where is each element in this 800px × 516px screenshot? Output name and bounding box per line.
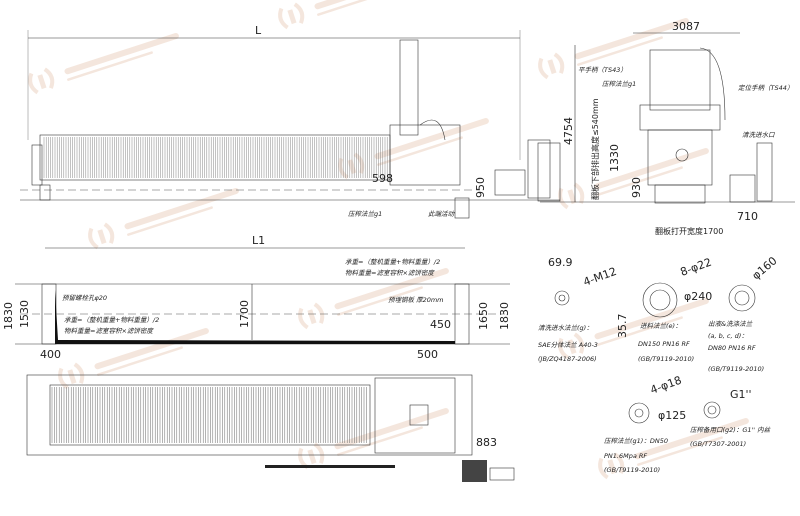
front-view: 3087 4754 翻板下部排出高度≤540mm 1330 930 翻板打开宽度… [537,20,795,236]
dim-4-phi18: 4-φ18 [649,374,684,397]
dim-4754: 4754 [562,117,575,145]
dim-950: 950 [474,177,487,198]
flange-outlet-line-4: (GB/T9119-2010) [708,365,764,373]
watermark-logo [58,328,209,390]
lifting-arm [399,39,419,136]
note-bolt-hole: 预留螺栓孔φ20 [62,294,107,302]
flange-outlet-line-2: (a, b, c, d)： [708,332,748,340]
dim-phi125: φ125 [658,409,686,422]
dim-L1: L1 [252,234,265,247]
tail-head [31,144,43,186]
note-steel-plate: 预埋钢板 厚20mm [388,296,444,304]
dim-69-9: 69.9 [548,256,573,269]
note-load-left: 承重=（整机重量+物料重量）/2 [64,316,159,324]
dim-710: 710 [737,210,758,223]
flange-outlet-line-1: 出液&洗涤法兰 [708,320,753,328]
dim-35-7: 35.7 [616,314,629,339]
dim-3087: 3087 [672,20,700,33]
dim-1330: 1330 [608,144,621,172]
dim-phi160: φ160 [750,254,780,282]
flange-outlet-line-3: DN80 PN16 RF [708,344,756,352]
dim-L: L [255,24,262,37]
dim-1700: 1700 [238,300,251,328]
watermark-logo [28,33,179,95]
label-locating-handle: 定位手柄（TS44） [738,84,793,92]
control-cabinet [527,139,551,199]
dim-open-width: 翻板打开宽度1700 [655,226,723,236]
dim-1650: 1650 [477,302,490,330]
flange-press: 4-φ18 φ125 压榨法兰(g1)：DN50 PN1.6Mpa RF (GB… [604,374,686,474]
flange-press-line-3: (GB/T9119-2010) [604,466,660,474]
dim-598: 598 [372,172,393,185]
flange-feed-line-2: DN150 PN16 RF [638,340,690,348]
dim-discharge-height: 翻板下部排出高度≤540mm [590,98,600,200]
note-load-right: 承重=（整机重量+物料重量）/2 [345,258,440,266]
dim-930: 930 [630,177,643,198]
label-press-flange-side: 压榨法兰g1 [348,210,382,218]
watermark-logo [88,188,239,250]
flange-feed-line-1: 进料法兰(e)： [640,322,682,330]
top-frame [649,49,711,111]
dim-883: 883 [476,436,497,449]
flange-wash: 69.9 4-M12 35.7 清洗进水法兰(g)： SAE分体法兰 A40-3… [538,256,629,363]
label-movable-end: 此端活动 [428,210,456,218]
dim-phi240: φ240 [684,290,712,303]
flange-feed-line-3: (GB/T9119-2010) [638,355,694,363]
watermark-logo [278,0,429,30]
dim-g1: G1'' [730,388,752,401]
dim-1830-right: 1830 [498,302,511,330]
hydraulic-station [494,169,526,196]
plan-view: 883 [26,374,515,482]
dim-1530: 1530 [18,300,31,328]
watermark-logo [558,148,709,210]
plan-filter-plates [51,387,367,443]
watermark-logo [298,268,449,330]
flange-wash-line-1: 清洗进水法兰(g)： [538,324,593,332]
note-material-right: 物料重量=滤室容积×滤饼密度 [345,269,435,277]
side-view: L 598 950 压榨法兰g1 此端活动 L1 [20,24,560,249]
dim-500: 500 [417,348,438,361]
dim-1830-left: 1830 [2,302,15,330]
watermark-layer [28,0,749,480]
label-wash-inlet: 清洗进水口 [742,131,775,139]
flange-spare-line-1: 压榨备用口(g2)：G1'' 内丝 [690,426,772,434]
flange-spare-line-2: (GB/T7307-2001) [690,440,746,448]
dim-400: 400 [40,348,61,361]
watermark-logo [538,18,689,80]
dim-450: 450 [430,318,451,331]
flange-press-line-1: 压榨法兰(g1)：DN50 [604,437,668,445]
filter-plates [43,137,388,178]
flange-press-line-2: PN1.6Mpa RF [604,452,647,460]
flange-outlet: φ160 出液&洗涤法兰 (a, b, c, d)： DN80 PN16 RF … [708,254,780,373]
foundation-plan: 1830 1530 1700 450 1650 1830 400 500 预留螺… [2,258,511,361]
label-press-flange-front: 压榨法兰g1 [602,80,636,88]
watermark-logo [558,298,709,360]
flange-wash-line-2: SAE分体法兰 A40-3 [538,341,598,349]
flange-wash-line-3: (JB/ZQ4187-2006) [538,355,597,363]
dim-4-m12: 4-M12 [582,265,619,289]
dim-8-phi22: 8-φ22 [679,256,714,279]
note-material-left: 物料重量=滤室容积×滤饼密度 [64,327,154,335]
label-flat-handle: 平手柄（TS43） [578,66,627,74]
cylinder-head [389,124,461,186]
flange-spare: G1'' 压榨备用口(g2)：G1'' 内丝 (GB/T7307-2001) [690,388,772,448]
watermark-logo [598,418,749,480]
